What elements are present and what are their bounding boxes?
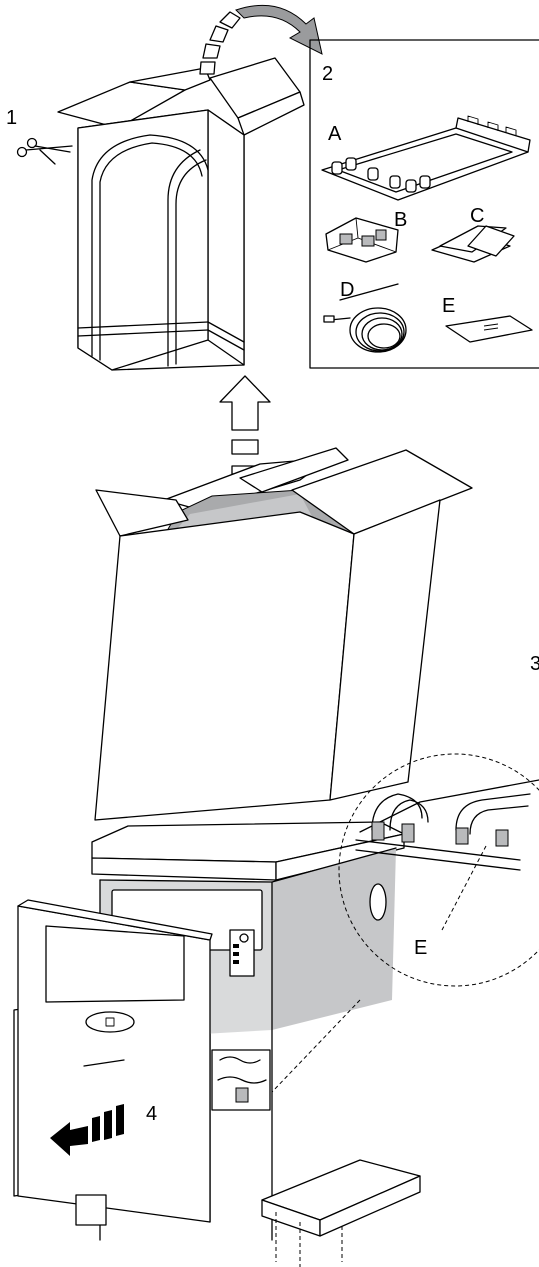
up-arrow-icon xyxy=(220,376,270,474)
step-4-label: 4 xyxy=(146,1103,157,1125)
detail-e-label: E xyxy=(414,937,427,959)
front-cover-panel xyxy=(14,900,212,1225)
step-1-label: 1 xyxy=(6,107,17,129)
part-e-label-strip xyxy=(446,316,532,342)
part-a-label: A xyxy=(328,123,342,145)
part-d-sensor-coil xyxy=(324,284,406,352)
part-b-label: B xyxy=(394,209,407,231)
step-2-label: 2 xyxy=(322,63,333,85)
step1-strapped-box xyxy=(58,58,304,370)
scissors-icon xyxy=(18,139,73,165)
part-b-fittings-bag xyxy=(326,218,398,262)
part-a-mounting-frame xyxy=(322,116,530,200)
step-3-label: 3 xyxy=(530,653,539,675)
part-d-label: D xyxy=(340,279,354,301)
part-e-label: E xyxy=(442,295,455,317)
step3-carton xyxy=(95,448,472,820)
part-c-documents xyxy=(432,226,514,262)
part-c-label: C xyxy=(470,205,484,227)
